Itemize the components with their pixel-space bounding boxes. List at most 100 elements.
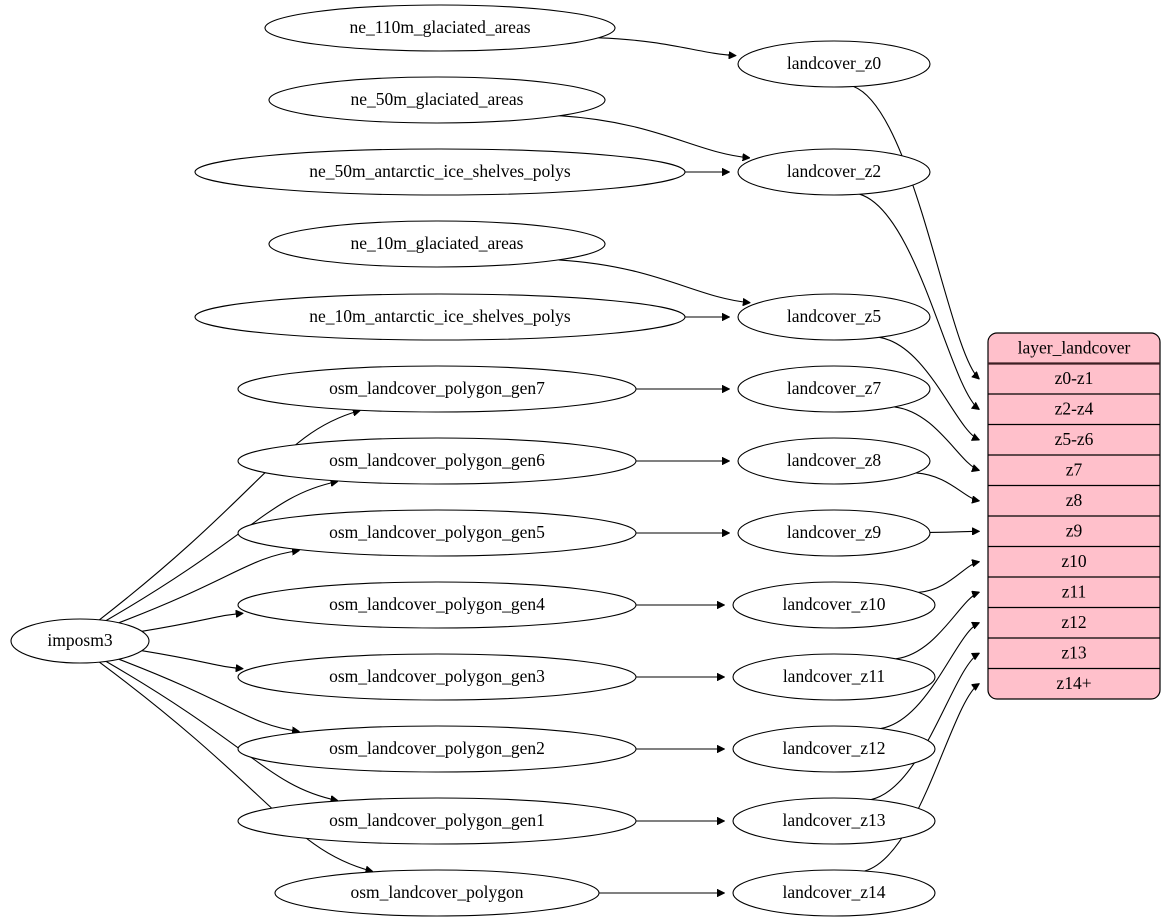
edge-ne-10m-glaciated-areas-to-landcover-z5 — [558, 259, 750, 303]
node-landcover-z13-shape — [732, 797, 936, 845]
node-ne-10m-glaciated-areas[interactable]: ne_10m_glaciated_areas — [268, 220, 606, 268]
node-osm-landcover-polygon-gen5-label: osm_landcover_polygon_gen5 — [329, 522, 545, 542]
node-ne-50m-antarctic-ice-shelves-polys-shape — [194, 148, 686, 196]
layer-table-row-z2z4[interactable]: z2-z4 — [1055, 398, 1094, 418]
edge-imposm3-to-osm-landcover-polygon-gen3 — [141, 650, 243, 669]
node-landcover-z2[interactable]: landcover_z2 — [737, 148, 931, 196]
node-landcover-z14-label: landcover_z14 — [782, 882, 885, 902]
node-landcover-z14[interactable]: landcover_z14 — [732, 869, 936, 917]
node-ne-110m-glaciated-areas-shape — [264, 4, 616, 52]
node-landcover-z11-shape — [732, 653, 936, 701]
node-osm-landcover-polygon-gen7-label: osm_landcover_polygon_gen7 — [329, 378, 545, 398]
node-landcover-z10-shape — [732, 581, 936, 629]
node-landcover-z10[interactable]: landcover_z10 — [732, 581, 936, 629]
edge-imposm3-to-osm-landcover-polygon-gen5 — [118, 551, 299, 624]
edge-ne-110m-glaciated-areas-to-landcover-z0 — [598, 37, 735, 56]
node-osm-landcover-polygon-gen3-shape — [237, 653, 637, 701]
node-osm-landcover-polygon-gen2-label: osm_landcover_polygon_gen2 — [329, 738, 545, 758]
node-osm-landcover-polygon-gen5-shape — [237, 509, 637, 557]
node-ne-50m-glaciated-areas[interactable]: ne_50m_glaciated_areas — [268, 76, 606, 124]
node-landcover-z9[interactable]: landcover_z9 — [737, 509, 931, 557]
layer-table-row-z10[interactable]: z10 — [1061, 551, 1087, 571]
node-ne-10m-glaciated-areas-label: ne_10m_glaciated_areas — [351, 233, 524, 253]
node-landcover-z8[interactable]: landcover_z8 — [737, 437, 931, 485]
node-landcover-z13[interactable]: landcover_z13 — [732, 797, 936, 845]
node-ne-50m-glaciated-areas-shape — [268, 76, 606, 124]
node-osm-landcover-polygon-gen3[interactable]: osm_landcover_polygon_gen3 — [237, 653, 637, 701]
node-osm-landcover-polygon-gen6[interactable]: osm_landcover_polygon_gen6 — [237, 437, 637, 485]
node-landcover-z0-shape — [737, 40, 931, 88]
layer-table-row-z14[interactable]: z14+ — [1056, 673, 1091, 693]
edge-imposm3-to-osm-landcover-polygon-gen4 — [141, 613, 243, 632]
edge-imposm3-to-osm-landcover-polygon — [98, 661, 372, 871]
node-osm-landcover-polygon-gen6-shape — [237, 437, 637, 485]
node-ne-50m-glaciated-areas-label: ne_50m_glaciated_areas — [351, 89, 524, 109]
layer-table-row-z8[interactable]: z8 — [1066, 490, 1083, 510]
edge-landcover-z10-to-layer-landcover-z10 — [918, 562, 979, 593]
edge-landcover-z0-to-layer-landcover-z0-z1 — [853, 85, 979, 379]
edge-landcover-z9-to-layer-landcover-z9 — [929, 531, 979, 532]
node-landcover-z0-label: landcover_z0 — [787, 53, 882, 73]
node-ne-10m-glaciated-areas-shape — [268, 220, 606, 268]
edge-imposm3-to-osm-landcover-polygon-gen7 — [98, 411, 360, 621]
layer-table-row-z5z6[interactable]: z5-z6 — [1055, 429, 1094, 449]
node-osm-landcover-polygon-shape — [274, 869, 600, 917]
node-landcover-z5[interactable]: landcover_z5 — [737, 293, 931, 341]
node-landcover-z5-label: landcover_z5 — [787, 306, 882, 326]
node-ne-10m-antarctic-ice-shelves-polys-shape — [194, 293, 686, 341]
node-osm-landcover-polygon-gen6-label: osm_landcover_polygon_gen6 — [329, 450, 545, 470]
node-landcover-z14-shape — [732, 869, 936, 917]
node-landcover-z11-label: landcover_z11 — [783, 666, 885, 686]
layer-table-row-z12[interactable]: z12 — [1061, 612, 1086, 632]
node-osm-landcover-polygon-gen7[interactable]: osm_landcover_polygon_gen7 — [237, 365, 637, 413]
node-landcover-z2-label: landcover_z2 — [787, 161, 881, 181]
node-osm-landcover-polygon-gen3-label: osm_landcover_polygon_gen3 — [329, 666, 545, 686]
node-osm-landcover-polygon-gen5[interactable]: osm_landcover_polygon_gen5 — [237, 509, 637, 557]
layer-table-row-z0z1[interactable]: z0-z1 — [1055, 368, 1094, 388]
node-osm-landcover-polygon-gen2[interactable]: osm_landcover_polygon_gen2 — [237, 725, 637, 773]
node-landcover-z12-shape — [732, 725, 936, 773]
edges-layer — [98, 37, 979, 893]
layer-table-row-z9[interactable]: z9 — [1066, 520, 1083, 540]
node-osm-landcover-polygon-gen1[interactable]: osm_landcover_polygon_gen1 — [237, 797, 637, 845]
node-osm-landcover-polygon-gen1-label: osm_landcover_polygon_gen1 — [329, 810, 545, 830]
node-landcover-z0[interactable]: landcover_z0 — [737, 40, 931, 88]
node-osm-landcover-polygon-gen4[interactable]: osm_landcover_polygon_gen4 — [237, 581, 637, 629]
node-landcover-z7[interactable]: landcover_z7 — [737, 365, 931, 413]
layer-table-row-z13[interactable]: z13 — [1061, 642, 1087, 662]
node-landcover-z7-shape — [737, 365, 931, 413]
node-landcover-z5-shape — [737, 293, 931, 341]
node-osm-landcover-polygon-gen1-shape — [237, 797, 637, 845]
node-landcover-z9-label: landcover_z9 — [787, 522, 882, 542]
layer-landcover-table: layer_landcover z0-z1 z2-z4 z5-z6 z7 z8 z9 z10 z… — [987, 332, 1161, 700]
node-landcover-z2-shape — [737, 148, 931, 196]
node-ne-10m-antarctic-ice-shelves-polys-label: ne_10m_antarctic_ice_shelves_polys — [309, 306, 571, 326]
layer-table-header-label: layer_landcover — [1018, 337, 1131, 357]
edge-imposm3-to-osm-landcover-polygon-gen2 — [118, 658, 299, 731]
node-landcover-z9-shape — [737, 509, 931, 557]
node-landcover-z10-label: landcover_z10 — [782, 594, 885, 614]
node-ne-110m-glaciated-areas[interactable]: ne_110m_glaciated_areas — [264, 4, 616, 52]
node-osm-landcover-polygon[interactable]: osm_landcover_polygon — [274, 869, 600, 917]
node-ne-50m-antarctic-ice-shelves-polys[interactable]: ne_50m_antarctic_ice_shelves_polys — [194, 148, 686, 196]
edge-landcover-z12-to-layer-landcover-z12 — [880, 623, 979, 730]
node-ne-10m-antarctic-ice-shelves-polys[interactable]: ne_10m_antarctic_ice_shelves_polys — [194, 293, 686, 341]
node-imposm3[interactable]: imposm3 — [10, 618, 150, 664]
node-ne-110m-glaciated-areas-label: ne_110m_glaciated_areas — [349, 17, 530, 37]
node-landcover-z12[interactable]: landcover_z12 — [732, 725, 936, 773]
layer-table-row-z7[interactable]: z7 — [1066, 459, 1083, 479]
node-landcover-z11[interactable]: landcover_z11 — [732, 653, 936, 701]
node-osm-landcover-polygon-gen4-shape — [237, 581, 637, 629]
edge-landcover-z8-to-layer-landcover-z8 — [916, 472, 979, 501]
node-landcover-z7-label: landcover_z7 — [787, 378, 882, 398]
layer-table-row-z11[interactable]: z11 — [1062, 581, 1087, 601]
edge-landcover-z7-to-layer-landcover-z7 — [894, 406, 979, 470]
node-landcover-z8-label: landcover_z8 — [787, 450, 882, 470]
edge-landcover-z11-to-layer-landcover-z11 — [895, 592, 979, 660]
node-landcover-z13-label: landcover_z13 — [782, 810, 885, 830]
node-osm-landcover-polygon-gen2-shape — [237, 725, 637, 773]
nodes-layer: imposm3 ne_110m_glaciated_areas ne_50m_gla… — [10, 4, 936, 917]
node-osm-landcover-polygon-gen4-label: osm_landcover_polygon_gen4 — [329, 594, 545, 614]
